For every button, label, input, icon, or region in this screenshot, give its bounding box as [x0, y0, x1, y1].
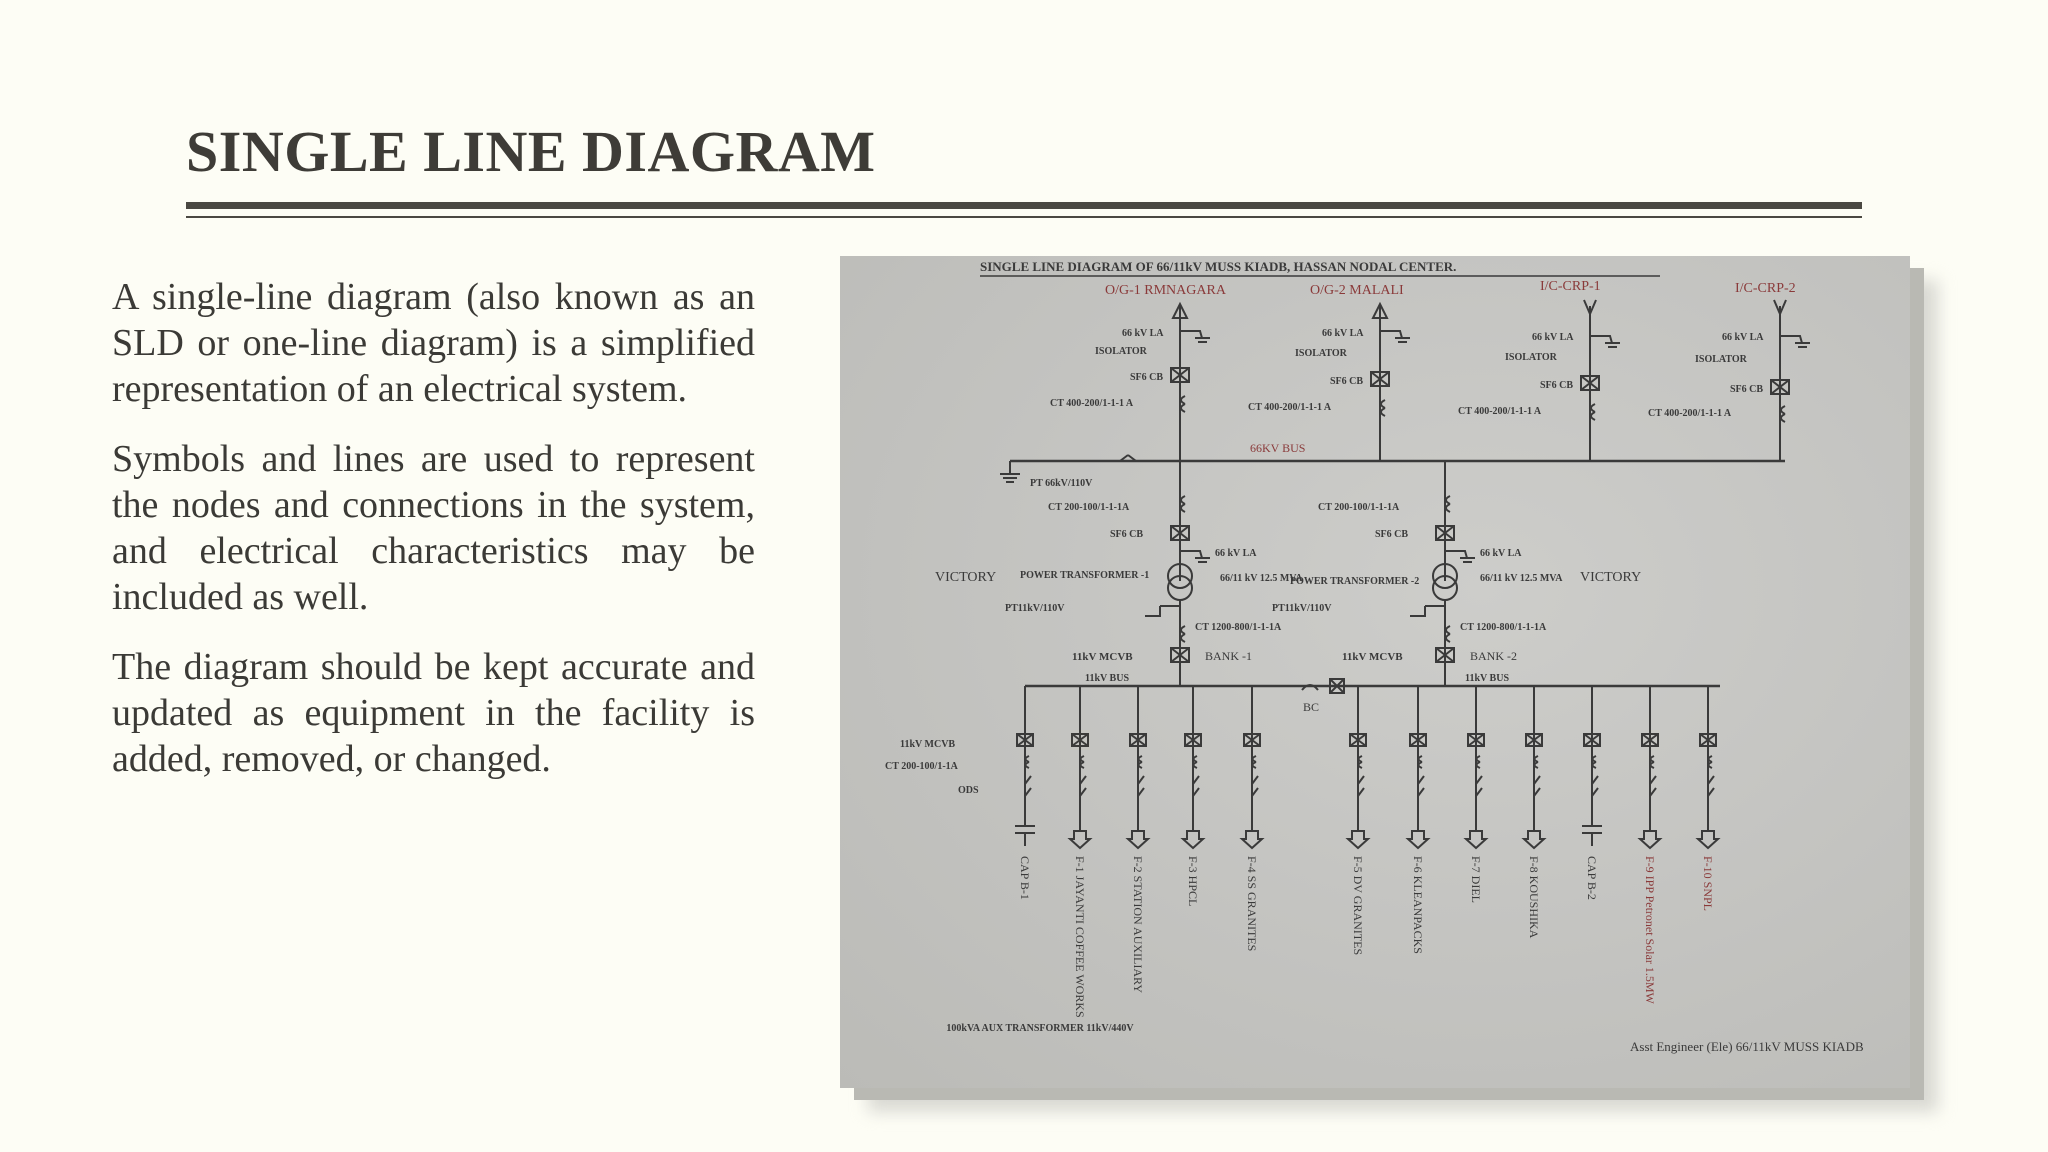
cb-label-4: SF6 CB: [1730, 384, 1763, 395]
signature-label: Asst Engineer (Ele) 66/11kV MUSS KIADB: [1630, 1039, 1864, 1054]
feeder-11: [1637, 686, 1663, 850]
rating-2-label: 66/11 kV 12.5 MVA: [1480, 573, 1563, 584]
incomer-1-label: O/G-1 RMNAGARA: [1105, 283, 1227, 298]
feeder-ods-label: ODS: [958, 785, 979, 796]
victory-right-label: VICTORY: [1580, 570, 1641, 585]
victory-left-label: VICTORY: [935, 570, 996, 585]
feeder-12: [1695, 686, 1721, 850]
feeder-label-4: F-3 HPCL: [1186, 856, 1200, 906]
feeder-ct-label: CT 200-100/1-1A: [885, 761, 959, 772]
feeder-label-12: F-10 SNPL: [1701, 856, 1715, 911]
title-rule-thin: [186, 216, 1862, 218]
ct-label-1: CT 400-200/1-1-1 A: [1050, 398, 1134, 409]
feeder-4: [1180, 686, 1206, 850]
incomer-2-label: O/G-2 MALALI: [1310, 283, 1404, 298]
diagram-heading: SINGLE LINE DIAGRAM OF 66/11kV MUSS KIAD…: [980, 259, 1456, 274]
ct-label-2: CT 400-200/1-1-1 A: [1248, 402, 1332, 413]
feeder-6: [1345, 686, 1371, 850]
diagram-figure: CAP B-1 F-1 JAYANTI COFFEE WORKS F-2 STATI…: [840, 256, 1938, 1112]
bus-11kv-label-2: 11kV BUS: [1465, 673, 1509, 684]
feeder-label-8: F-7 DIEL: [1469, 856, 1483, 903]
mcvb-2-label: 11kV MCVB: [1342, 651, 1403, 663]
feeder-1: [1015, 686, 1035, 846]
ct-transformer-1-label: CT 200-100/1-1-1A: [1048, 502, 1130, 513]
rating-1-label: 66/11 kV 12.5 MVA: [1220, 573, 1303, 584]
feeder-label-5: F-4 SS GRANITES: [1245, 856, 1259, 951]
la-66-1-label: 66 kV LA: [1215, 548, 1257, 559]
isolator-label-1: ISOLATOR: [1095, 346, 1148, 357]
feeder-label-1: CAP B-1: [1018, 856, 1032, 900]
cb-label-1: SF6 CB: [1130, 372, 1163, 383]
ct-transformer-2-label: CT 200-100/1-1-1A: [1318, 502, 1400, 513]
isolator-label-3: ISOLATOR: [1505, 352, 1558, 363]
feeder-label-9: F-8 KOUSHIKA: [1527, 856, 1541, 939]
sf6cb-1-label: SF6 CB: [1110, 529, 1143, 540]
pt-66-label: PT 66kV/110V: [1030, 478, 1093, 489]
cb-label-2: SF6 CB: [1330, 376, 1363, 387]
feeder-label-7: F-6 KLEANPACKS: [1411, 856, 1425, 954]
pt-11-2-label: PT11kV/110V: [1272, 603, 1332, 614]
feeder-3: [1125, 686, 1151, 850]
transformer-2-label: POWER TRANSFORMER -2: [1290, 576, 1419, 587]
title-rule-thick: [186, 202, 1862, 209]
bank-1-label: BANK -1: [1205, 649, 1252, 663]
incomer-4-label: I/C-CRP-2: [1735, 281, 1796, 296]
single-line-diagram: CAP B-1 F-1 JAYANTI COFFEE WORKS F-2 STATI…: [885, 259, 1864, 1054]
mcvb-1-label: 11kV MCVB: [1072, 651, 1133, 663]
transformer-1-label: POWER TRANSFORMER -1: [1020, 570, 1149, 581]
feeder-7: [1405, 686, 1431, 850]
feeder-8: [1463, 686, 1489, 850]
la-label-3: 66 kV LA: [1532, 332, 1574, 343]
ct-label-4: CT 400-200/1-1-1 A: [1648, 408, 1732, 419]
bus-66kv-label: 66KV BUS: [1250, 441, 1305, 455]
ct-lv-2-label: CT 1200-800/1-1-1A: [1460, 622, 1547, 633]
feeder-label-11: F-9 IPP Petronet Solar 1.5MW: [1643, 856, 1657, 1005]
la-label-2: 66 kV LA: [1322, 328, 1364, 339]
pt-11-1-label: PT11kV/110V: [1005, 603, 1065, 614]
isolator-label-4: ISOLATOR: [1695, 354, 1748, 365]
sf6cb-2-label: SF6 CB: [1375, 529, 1408, 540]
paragraph-3: The diagram should be kept accurate and …: [112, 646, 755, 780]
incomer-3-label: I/C-CRP-1: [1540, 279, 1601, 294]
feeder-5: [1239, 686, 1265, 850]
cb-label-3: SF6 CB: [1540, 380, 1573, 391]
feeder-10: [1582, 686, 1602, 846]
la-label-1: 66 kV LA: [1122, 328, 1164, 339]
feeder-label-3: F-2 STATION AUXILIARY: [1131, 856, 1145, 993]
slide-title: SINGLE LINE DIAGRAM: [186, 119, 876, 184]
diagram-photo: CAP B-1 F-1 JAYANTI COFFEE WORKS F-2 STATI…: [840, 256, 1910, 1088]
ct-lv-1-label: CT 1200-800/1-1-1A: [1195, 622, 1282, 633]
la-66-2-label: 66 kV LA: [1480, 548, 1522, 559]
ct-label-3: CT 400-200/1-1-1 A: [1458, 406, 1542, 417]
bus-11kv-label-1: 11kV BUS: [1085, 673, 1129, 684]
incomer-lines: [1170, 299, 1810, 461]
bank-2-label: BANK -2: [1470, 649, 1517, 663]
bc-label: BC: [1303, 700, 1319, 714]
feeder-mcvb-label: 11kV MCVB: [900, 739, 955, 750]
paragraph-2: Symbols and lines are used to represent …: [112, 438, 755, 618]
feeder-9: [1521, 686, 1547, 850]
body-text: A single-line diagram (also known as an …: [112, 274, 755, 806]
feeder-label-2: F-1 JAYANTI COFFEE WORKS: [1073, 856, 1087, 1018]
feeder-label-10: CAP B-2: [1585, 856, 1599, 900]
aux-transformer-label: 100kVA AUX TRANSFORMER 11kV/440V: [946, 1023, 1134, 1034]
isolator-label-2: ISOLATOR: [1295, 348, 1348, 359]
la-label-4: 66 kV LA: [1722, 332, 1764, 343]
paragraph-1: A single-line diagram (also known as an …: [112, 276, 755, 410]
feeder-label-6: F-5 DV GRANITES: [1351, 856, 1365, 955]
feeder-2: [1067, 686, 1093, 850]
